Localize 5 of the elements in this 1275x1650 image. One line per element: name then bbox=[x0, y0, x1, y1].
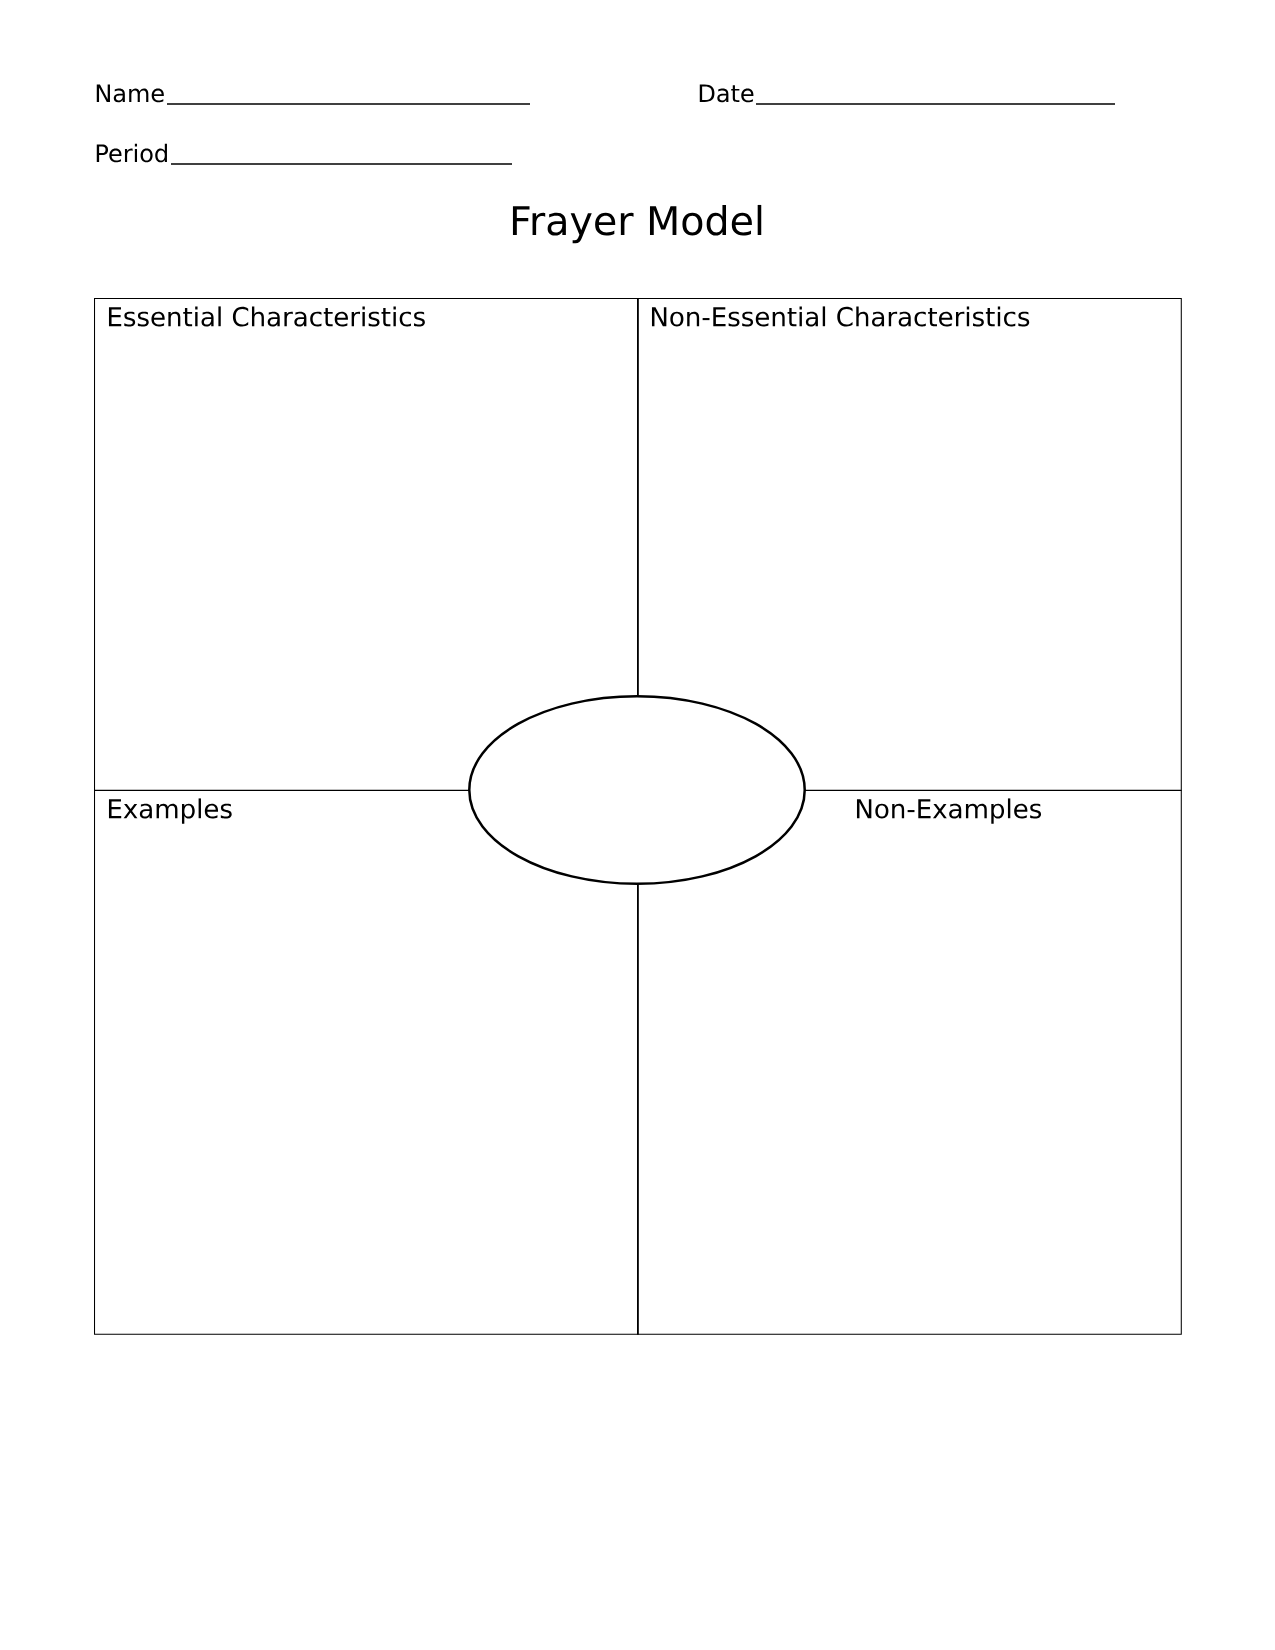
center-oval bbox=[468, 695, 806, 885]
field-label: Name bbox=[96, 84, 164, 103]
field-label: Period bbox=[96, 143, 167, 163]
field-label: Date bbox=[699, 84, 754, 103]
title: Frayer Model bbox=[512, 204, 762, 244]
